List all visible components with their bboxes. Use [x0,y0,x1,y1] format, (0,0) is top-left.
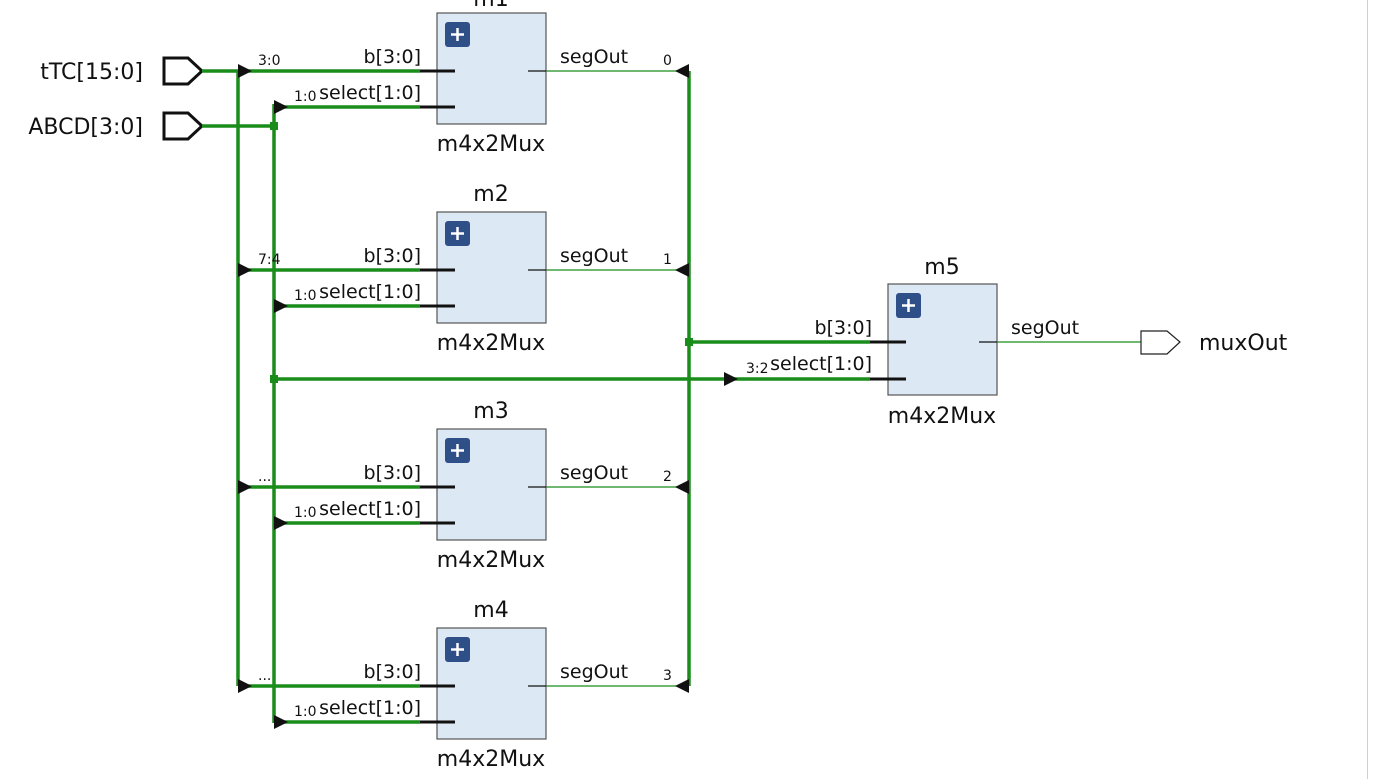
output-port-icon [1140,330,1181,355]
block-type: m4x2Mux [437,132,545,157]
slice-label: ... [258,469,271,485]
pin-b: b[3:0] [364,46,421,68]
pin-select: select[1:0] [770,353,872,375]
block-name: m4 [473,598,508,623]
bus-index-label: 0 [663,53,672,69]
pin-segout: segOut [560,462,628,484]
net-abcd[interactable] [202,104,870,724]
bus-rippers [238,64,738,729]
slice-label: 3:0 [258,53,281,69]
pin-b: b[3:0] [815,317,872,339]
pin-b: b[3:0] [364,245,421,267]
slice-label: 1:0 [294,704,317,720]
block-m2[interactable]: m2 b[3:0] select[1:0] segOut m4x2Mux [319,182,628,356]
pin-b: b[3:0] [364,462,421,484]
pin-segout: segOut [560,661,628,683]
input-port-icon [162,111,205,141]
output-port-muxout[interactable]: muxOut [1140,330,1288,356]
pin-segout: segOut [560,46,628,68]
input-port-ttc[interactable]: tTC[15:0] [40,56,205,86]
bus-index-label: 1 [663,252,672,268]
pin-select: select[1:0] [319,281,421,303]
block-m5[interactable]: m5 b[3:0] select[1:0] segOut m4x2Mux [770,255,1079,429]
net-segout-bus[interactable] [546,70,870,687]
input-port-abcd[interactable]: ABCD[3:0] [28,111,205,141]
block-type: m4x2Mux [437,747,545,772]
pin-select: select[1:0] [319,498,421,520]
pin-b: b[3:0] [364,661,421,683]
slice-label: 1:0 [294,288,317,304]
bus-index-label: 3 [663,668,672,684]
net-ttc[interactable] [202,69,420,688]
pin-segout: segOut [1011,317,1079,339]
slice-label: 3:2 [746,361,769,377]
pin-select: select[1:0] [319,697,421,719]
block-name: m1 [473,0,508,12]
slice-label: ... [258,668,271,684]
slice-label: 1:0 [294,505,317,521]
input-port-icon [162,56,205,86]
block-type: m4x2Mux [437,331,545,356]
input-port-abcd-label: ABCD[3:0] [28,115,143,140]
block-m1[interactable]: m1 b[3:0] select[1:0] segOut m4x2Mux [319,0,628,157]
slice-label: 1:0 [294,89,317,105]
input-port-ttc-label: tTC[15:0] [40,60,143,85]
block-type: m4x2Mux [437,548,545,573]
block-name: m3 [473,399,508,424]
slice-label: 7:4 [258,252,281,268]
block-m3[interactable]: m3 b[3:0] select[1:0] segOut m4x2Mux [319,399,628,573]
output-port-muxout-label: muxOut [1199,331,1288,356]
scrollbar[interactable] [1367,0,1368,779]
block-name: m5 [924,255,959,280]
block-m4[interactable]: m4 b[3:0] select[1:0] segOut m4x2Mux [319,598,628,772]
pin-select: select[1:0] [319,82,421,104]
block-type: m4x2Mux [888,404,996,429]
pin-segout: segOut [560,245,628,267]
block-name: m2 [473,182,508,207]
bus-index-label: 2 [663,469,672,485]
block-body[interactable] [436,12,547,125]
